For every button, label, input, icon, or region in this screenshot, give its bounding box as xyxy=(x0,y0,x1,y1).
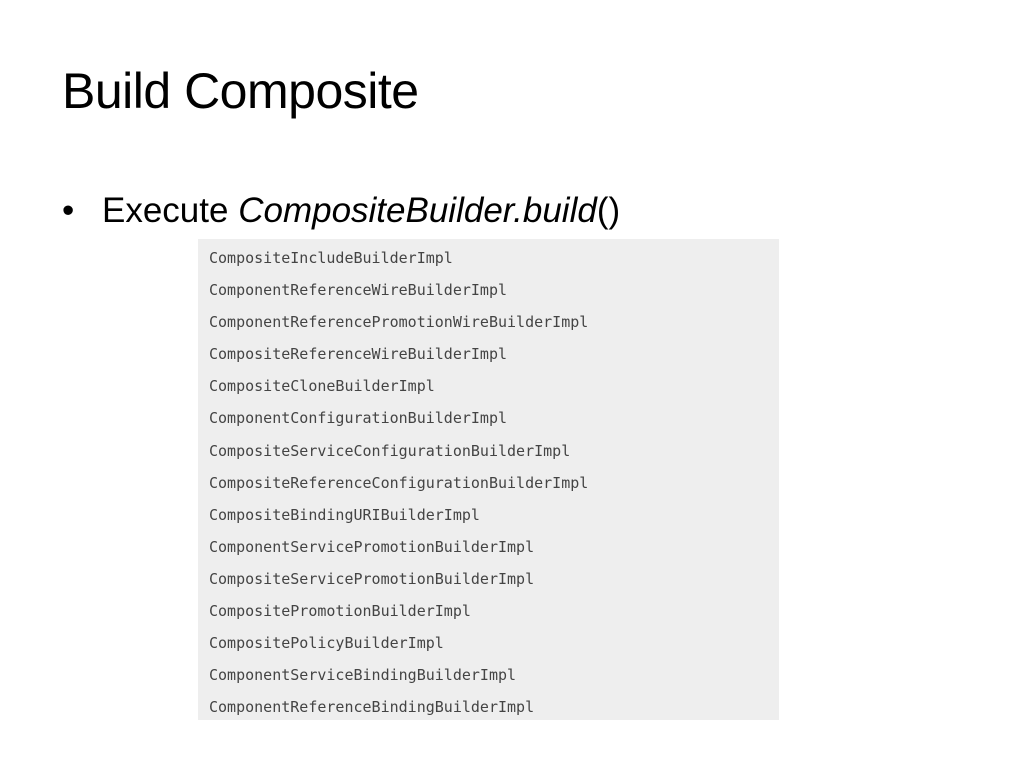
builder-item: CompositeBindingURIBuilderImpl xyxy=(209,505,480,524)
builder-item: ComponentReferenceWireBuilderImpl xyxy=(209,281,508,300)
bullet-prefix: Execute xyxy=(102,191,239,230)
builder-item: ComponentReferencePromotionWireBuilderIm… xyxy=(209,313,589,332)
builder-item: CompositeReferenceWireBuilderImpl xyxy=(209,345,508,364)
builder-item: ComponentReferenceBindingBuilderImpl xyxy=(209,698,535,717)
code-listing: CompositeIncludeBuilderImpl ComponentRef… xyxy=(198,239,779,720)
builder-item: ComponentServicePromotionBuilderImpl xyxy=(209,537,535,556)
builder-item: CompositePolicyBuilderImpl xyxy=(209,634,444,653)
bullet-item: • Execute CompositeBuilder.build() xyxy=(62,190,620,232)
builder-item: CompositeIncludeBuilderImpl xyxy=(209,249,453,267)
builder-item: CompositeServiceConfigurationBuilderImpl xyxy=(209,441,571,460)
builder-list: CompositeIncludeBuilderImpl ComponentRef… xyxy=(209,242,779,723)
builder-item: ComponentServiceBindingBuilderImpl xyxy=(209,666,517,685)
builder-item: CompositeReferenceConfigurationBuilderIm… xyxy=(209,473,589,492)
builder-item: CompositeServicePromotionBuilderImpl xyxy=(209,569,535,588)
slide-title: Build Composite xyxy=(62,63,419,119)
bullet-marker: • xyxy=(62,191,75,230)
bullet-method-name: CompositeBuilder.build xyxy=(238,191,597,230)
builder-item: ComponentConfigurationBuilderImpl xyxy=(209,409,508,428)
bullet-method-parens: () xyxy=(596,191,621,230)
builder-item: CompositePromotionBuilderImpl xyxy=(209,602,471,621)
builder-item: CompositeCloneBuilderImpl xyxy=(209,377,435,396)
